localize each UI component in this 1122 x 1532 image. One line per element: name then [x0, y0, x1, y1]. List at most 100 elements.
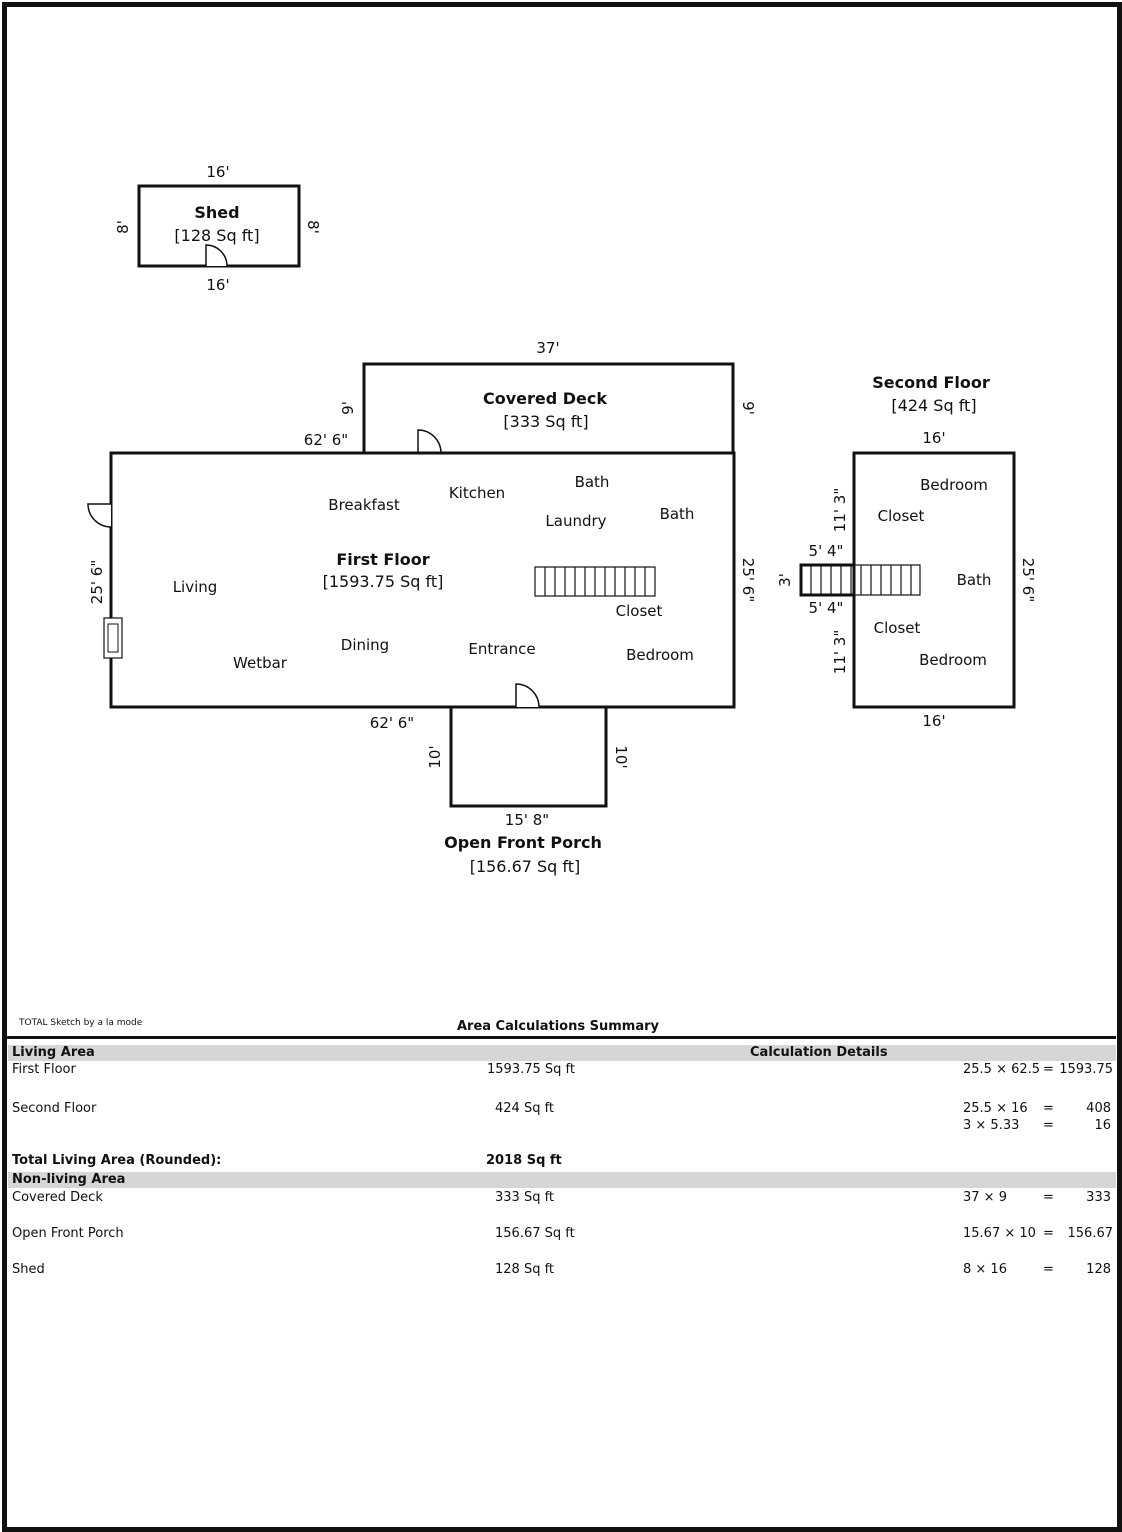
calc-expression: 15.67 × 10: [963, 1226, 1036, 1241]
covered-deck-outline: [362, 362, 735, 453]
calc-equals: =: [1043, 1062, 1054, 1077]
room-closet-top: Closet: [878, 507, 925, 525]
room-dining: Dining: [341, 636, 389, 654]
row-first-floor-calc: 25.5 × 62.5 = 1593.75: [963, 1062, 1113, 1079]
room-closet: Closet: [616, 602, 663, 620]
total-living-area-value: 2018 Sq ft: [486, 1153, 562, 1168]
stair-dim-end: 3': [776, 573, 794, 587]
row-shed-area: 128 Sq ft: [495, 1262, 555, 1277]
row-porch-calc: 15.67 × 10 = 156.67: [963, 1226, 1113, 1243]
summary-divider: [4, 1036, 1116, 1039]
calc-equals: =: [1043, 1118, 1054, 1133]
row-shed-name: Shed: [12, 1262, 45, 1277]
first-floor-sketch: First Floor [1593.75 Sq ft] Breakfast Ki…: [87, 431, 757, 732]
room-living: Living: [173, 578, 218, 596]
shed-dim-left: 8': [114, 220, 132, 234]
row-covered-deck-calc: 37 × 9 = 333: [963, 1190, 1111, 1207]
nonliving-area-band: [8, 1172, 1116, 1188]
second-floor-title: Second Floor: [872, 373, 990, 392]
first-floor-dim-top: 62' 6": [304, 431, 348, 449]
calc-expression: 8 × 16: [963, 1262, 1007, 1277]
stair-dim-top: 5' 4": [809, 542, 844, 560]
first-floor-dim-left: 25' 6": [88, 560, 106, 604]
room-bedroom: Bedroom: [626, 646, 694, 664]
second-floor-dim-lower-left: 11' 3": [831, 630, 849, 674]
calc-result: 156.67: [1067, 1226, 1114, 1241]
room-bath-2: Bath: [660, 505, 695, 523]
room-entrance: Entrance: [468, 640, 535, 658]
calc-result: 16: [1094, 1118, 1111, 1133]
row-porch-name: Open Front Porch: [12, 1226, 124, 1241]
living-area-band: [8, 1045, 1116, 1061]
row-second-floor-calc-1: 25.5 × 16 = 408: [963, 1101, 1111, 1118]
first-floor-area: [1593.75 Sq ft]: [323, 572, 444, 591]
first-floor-dim-bottom: 62' 6": [370, 714, 414, 732]
porch-dim-bottom: 15' 8": [505, 811, 549, 829]
first-floor-title: First Floor: [336, 550, 429, 569]
porch-dim-right: 10': [612, 745, 630, 768]
calc-expression: 37 × 9: [963, 1190, 1007, 1205]
calculation-details-header: Calculation Details: [750, 1045, 888, 1060]
room-bath-1: Bath: [575, 473, 610, 491]
second-floor-dim-right: 25' 6": [1019, 558, 1037, 602]
porch-outline: [449, 707, 608, 808]
calc-equals: =: [1043, 1226, 1054, 1241]
second-floor-area: [424 Sq ft]: [891, 396, 976, 415]
calc-equals: =: [1043, 1101, 1054, 1116]
calc-equals: =: [1043, 1190, 1054, 1205]
floor-plan: Shed [128 Sq ft] 16' 16' 8' 8' Covered D…: [87, 163, 1037, 876]
second-floor-dim-bottom: 16': [922, 712, 945, 730]
second-floor-outline: [852, 451, 1016, 709]
covered-deck-sketch: Covered Deck [333 Sq ft] 37' 9' 9': [339, 339, 757, 454]
shed-dim-bottom: 16': [206, 276, 229, 294]
room-laundry: Laundry: [545, 512, 606, 530]
second-floor-sketch: Second Floor [424 Sq ft] 16' 16' 25' 6" …: [776, 373, 1037, 730]
row-covered-deck-name: Covered Deck: [12, 1190, 103, 1205]
shed-sketch: Shed [128 Sq ft] 16' 16' 8' 8': [114, 163, 322, 294]
shed-area: [128 Sq ft]: [174, 226, 259, 245]
second-floor-stairs-icon: [800, 564, 921, 596]
row-first-floor-area: 1593.75 Sq ft: [487, 1062, 575, 1077]
living-area-header: Living Area: [12, 1045, 95, 1060]
row-first-floor-name: First Floor: [12, 1062, 76, 1077]
covered-deck-dim-top: 37': [536, 339, 559, 357]
row-porch-area: 156.67 Sq ft: [495, 1226, 575, 1241]
covered-deck-dim-right: 9': [739, 401, 757, 415]
room-bedroom-top: Bedroom: [920, 476, 988, 494]
second-floor-dim-upper-left: 11' 3": [831, 488, 849, 532]
calc-result: 333: [1086, 1190, 1111, 1205]
stair-dim-bottom: 5' 4": [809, 599, 844, 617]
porch-area: [156.67 Sq ft]: [470, 857, 581, 876]
row-covered-deck-area: 333 Sq ft: [495, 1190, 555, 1205]
second-floor-stair-outline: [799, 563, 854, 597]
porch-dim-left: 10': [426, 745, 444, 768]
second-floor-dim-top: 16': [922, 429, 945, 447]
room-wetbar: Wetbar: [233, 654, 288, 672]
room-bedroom-bottom: Bedroom: [919, 651, 987, 669]
shed-dim-right: 8': [304, 220, 322, 234]
first-floor-outline: [109, 451, 736, 709]
shed-door-icon: [205, 244, 228, 267]
first-floor-dim-right: 25' 6": [739, 558, 757, 602]
shed-title: Shed: [194, 203, 239, 222]
row-second-floor-calc-2: 3 × 5.33 = 16: [963, 1118, 1111, 1135]
nonliving-area-header: Non-living Area: [12, 1172, 126, 1187]
room-kitchen: Kitchen: [449, 484, 505, 502]
software-credit: TOTAL Sketch by a la mode: [19, 1018, 143, 1028]
calc-expression: 3 × 5.33: [963, 1118, 1020, 1133]
room-bath-upstairs: Bath: [957, 571, 992, 589]
calc-expression: 25.5 × 16: [963, 1101, 1028, 1116]
row-second-floor-area: 424 Sq ft: [495, 1101, 555, 1116]
covered-deck-dim-left: 9': [339, 401, 357, 415]
covered-deck-area: [333 Sq ft]: [503, 412, 588, 431]
fireplace-icon: [103, 617, 123, 659]
room-breakfast: Breakfast: [328, 496, 400, 514]
calc-result: 128: [1086, 1262, 1111, 1277]
side-door-icon: [87, 503, 112, 528]
front-door-icon: [515, 683, 540, 708]
porch-sketch: 15' 8" 10' 10' Open Front Porch [156.67 …: [426, 707, 630, 876]
row-second-floor-name: Second Floor: [12, 1101, 97, 1116]
row-shed-calc: 8 × 16 = 128: [963, 1262, 1111, 1279]
calc-expression: 25.5 × 62.5: [963, 1062, 1041, 1077]
calc-result: 408: [1086, 1101, 1111, 1116]
